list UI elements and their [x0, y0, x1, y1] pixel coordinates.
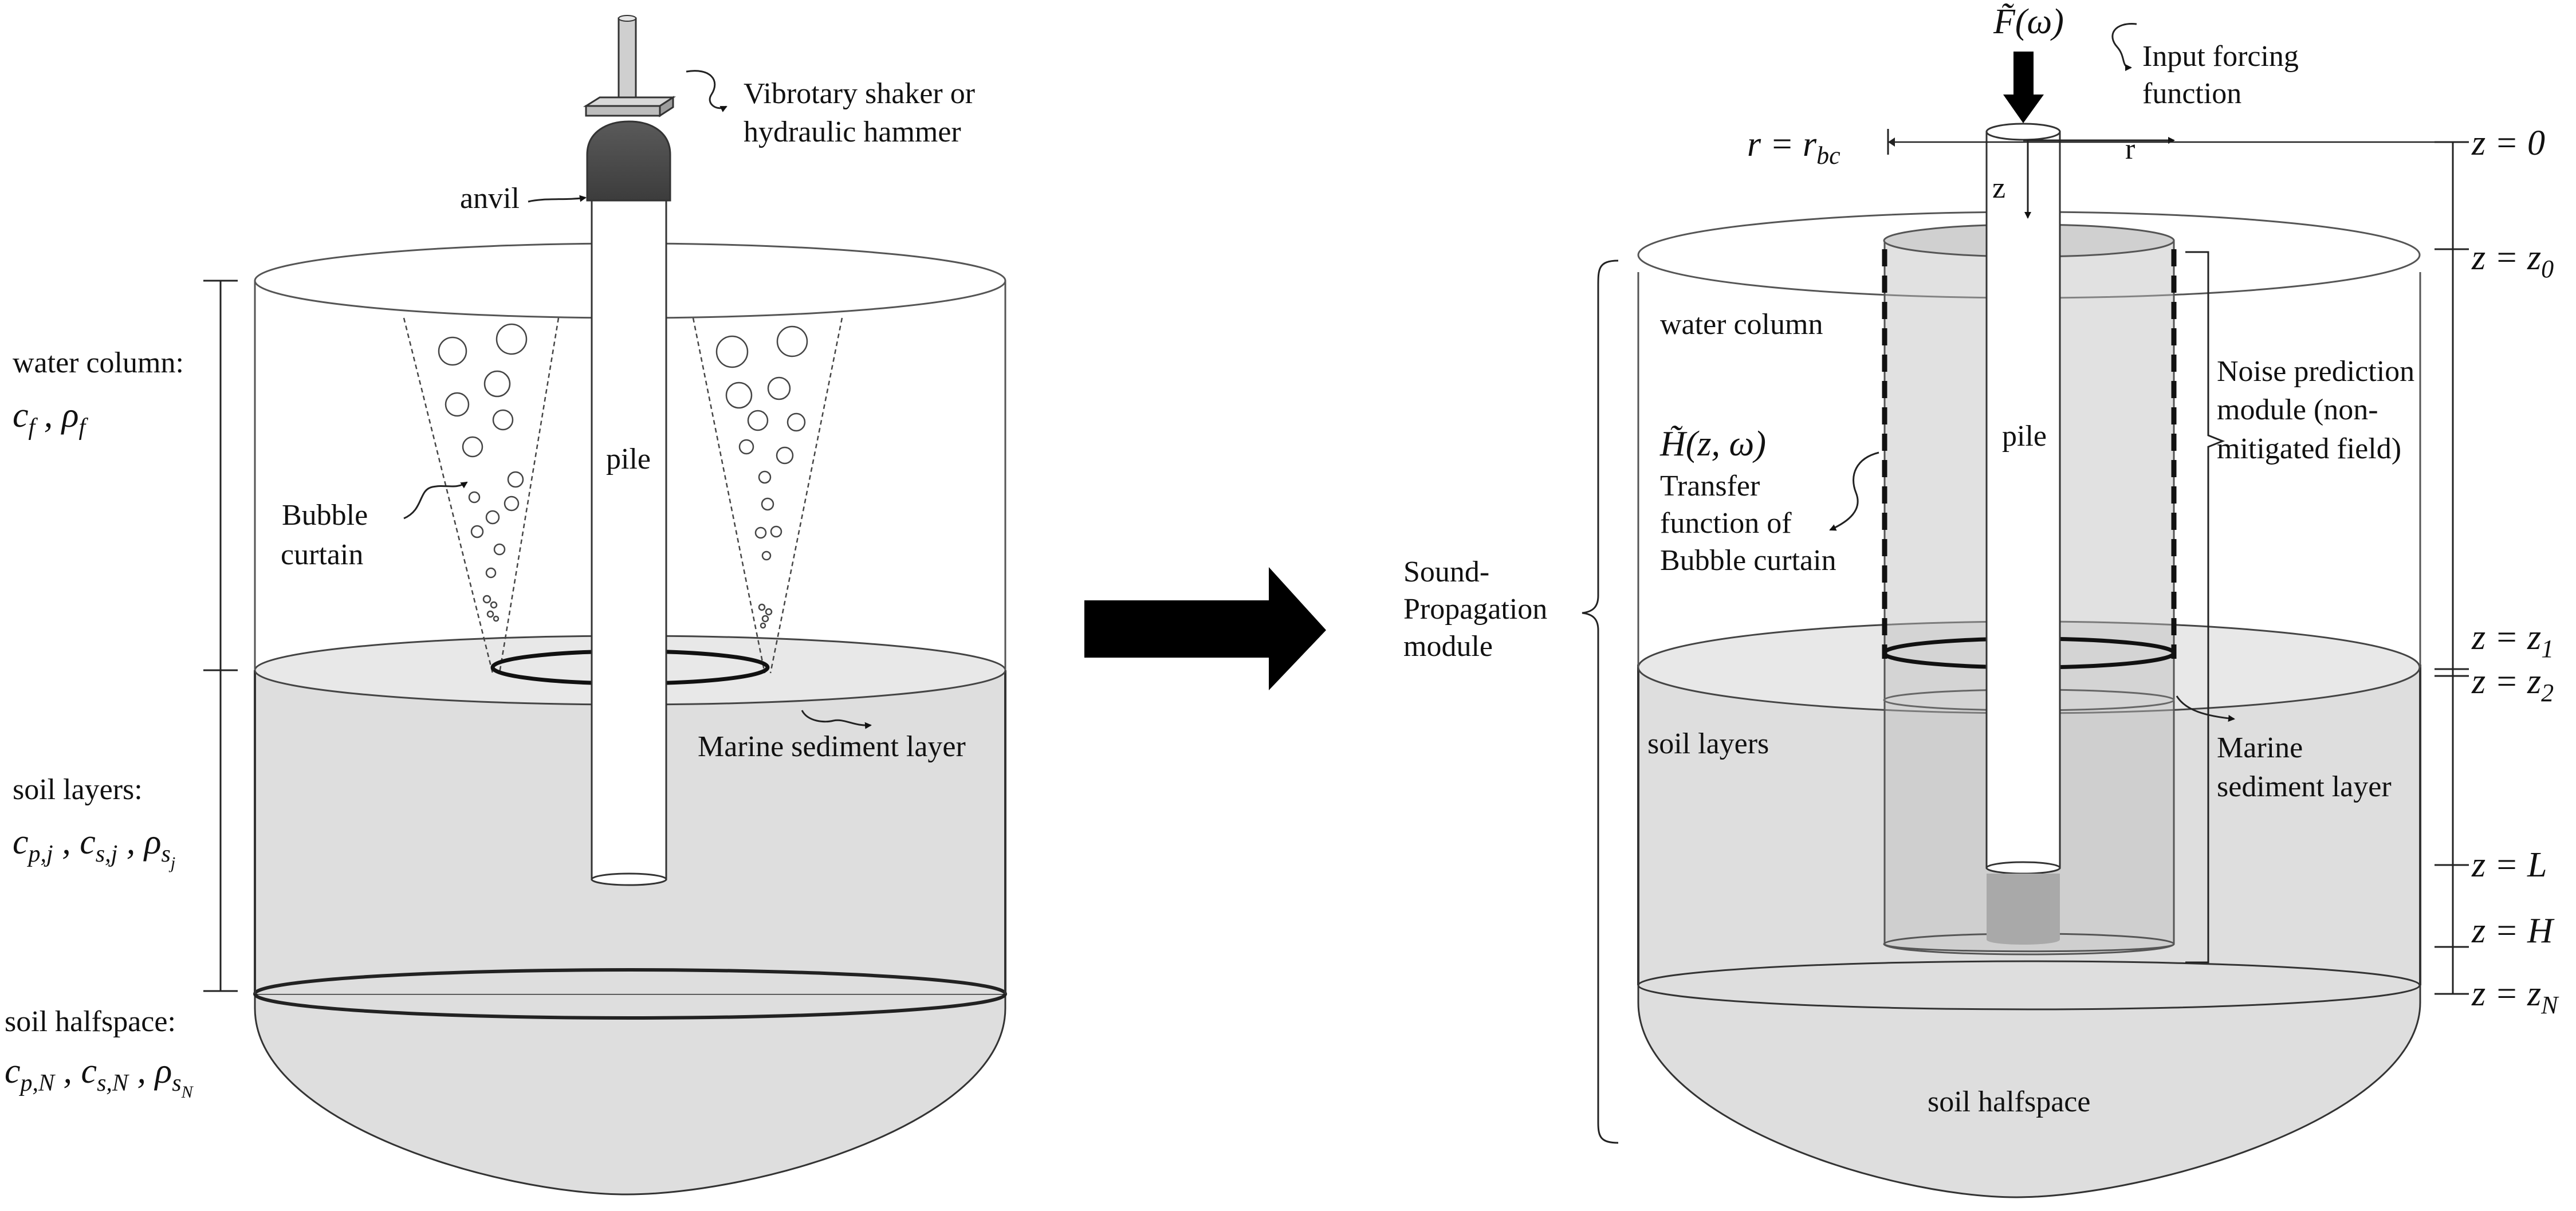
left-pile — [591, 188, 667, 880]
transfer-label-3: Bubble curtain — [1660, 544, 1836, 577]
left-pile-label: pile — [606, 443, 651, 475]
noise-label-3: mitigated field) — [2217, 433, 2401, 465]
noise-label-1: Noise prediction — [2217, 355, 2414, 388]
right-pile — [1985, 131, 2061, 869]
z-level-labels: z = 0 z = z0 z = z1 z = z2 z = L z = H z… — [2471, 124, 2559, 1019]
shaker-label-2: hydraulic hammer — [744, 116, 961, 148]
r-axis-label: r — [2125, 133, 2135, 166]
soil-params: cp,j , cs,j , ρsj — [13, 823, 175, 872]
sediment-label: Marine sediment layer — [698, 730, 966, 763]
sound-label-1: Sound- — [1403, 556, 1489, 588]
left-depth-brackets — [203, 280, 238, 992]
z-level-z1: z = z1 — [2471, 618, 2554, 663]
z-level-z0: z = z0 — [2471, 238, 2554, 283]
left-soil-halfspace — [254, 993, 1006, 1196]
vibratory-shaker — [583, 96, 677, 107]
right-soil-layers-label: soil layers — [1647, 728, 1769, 760]
input-forcing-label-1: Input forcing — [2142, 40, 2299, 73]
anvil-cap — [586, 120, 671, 202]
shaker-label-1: Vibrotary shaker or — [744, 77, 975, 110]
sound-label-2: Propagation — [1403, 593, 1547, 626]
force-label: F̃(ω) — [1993, 2, 2064, 41]
left-panel: Vibrotary shaker or hydraulic hammer anv… — [5, 15, 1007, 1196]
halfspace-params: cp,N , cs,N , ρsN — [5, 1052, 194, 1102]
right-depth-ticks — [2435, 141, 2469, 995]
right-water-label: water column — [1660, 308, 1823, 341]
transfer-label-2: function of — [1660, 507, 1792, 540]
right-sediment-label-1: Marine — [2217, 732, 2303, 764]
r-equation: r = rbc — [1747, 125, 1840, 170]
bubble-label-1b: Bubble — [282, 499, 368, 532]
transfer-label-1: Transfer — [1660, 470, 1760, 502]
right-soil-halfspace — [1637, 984, 2421, 1198]
z-level-z2: z = z2 — [2471, 662, 2554, 707]
right-pile-label: pile — [2002, 420, 2047, 453]
right-panel: F̃(ω) Input forcing function r = rbc r z… — [1403, 2, 2559, 1198]
pile-embedded-section — [1987, 874, 2060, 945]
transfer-symbol: H̃(z, ω) — [1659, 424, 1766, 463]
bubble-label-2: curtain — [281, 538, 363, 571]
sound-label-3: module — [1403, 630, 1493, 663]
z-level-0: z = 0 — [2471, 124, 2545, 163]
force-arrow — [2003, 52, 2044, 123]
soil-layers-label: soil layers: — [13, 773, 143, 806]
input-forcing-label-2: function — [2142, 77, 2241, 110]
noise-label-2: module (non- — [2217, 394, 2378, 426]
water-params: cf , ρf — [13, 396, 88, 441]
z-level-H: z = H — [2471, 911, 2555, 950]
noise-prediction-bracket — [2185, 251, 2225, 964]
transition-arrow — [1084, 567, 1326, 690]
z-axis-label: z — [1992, 172, 2005, 205]
right-halfspace-label: soil halfspace — [1928, 1086, 2090, 1118]
right-sediment-label-2: sediment layer — [2217, 770, 2392, 803]
water-column-label: water column: — [13, 347, 184, 379]
left-bubble-curtain — [403, 317, 843, 686]
halfspace-label: soil halfspace: — [5, 1005, 176, 1038]
sound-propagation-brace — [1582, 260, 1619, 1144]
anvil-label: anvil — [460, 182, 520, 215]
z-level-zN: z = zN — [2471, 974, 2559, 1019]
z-level-L: z = L — [2471, 846, 2547, 884]
